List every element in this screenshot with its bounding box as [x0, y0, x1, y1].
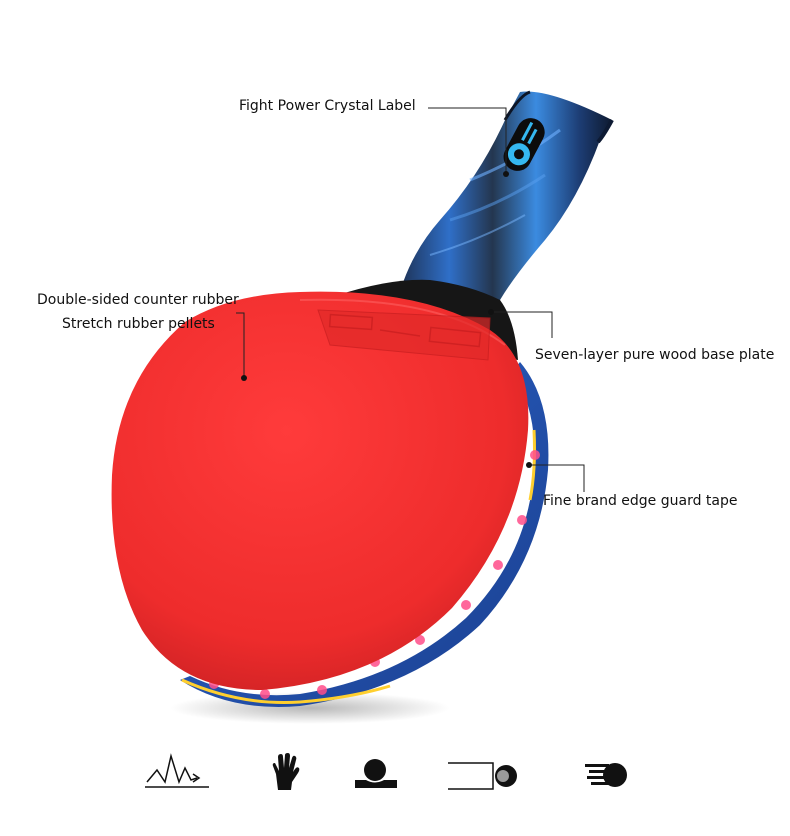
callout-lines: [236, 107, 585, 492]
paddle-handle: [395, 90, 614, 312]
bounce-wave-icon: [145, 753, 209, 788]
crystal-label-badge: [503, 118, 545, 171]
callout-rubber-line1: Double-sided counter rubber: [37, 292, 239, 308]
rubber-brand-print: [317, 309, 491, 361]
ball-rebound-icon: [448, 762, 517, 790]
callout-edge-tape: Fine brand edge guard tape: [543, 493, 738, 509]
callout-crystal-label: Fight Power Crystal Label: [239, 98, 416, 114]
ball-on-base-icon: [355, 759, 397, 788]
rubber-face: [111, 291, 529, 690]
edge-tape-logos: [209, 450, 540, 699]
callout-rubber-line2: Stretch rubber pellets: [62, 316, 215, 332]
ball-speed-icon: [585, 763, 627, 787]
callout-base-plate: Seven-layer pure wood base plate: [535, 347, 775, 363]
hand-grip-icon: [272, 753, 300, 790]
